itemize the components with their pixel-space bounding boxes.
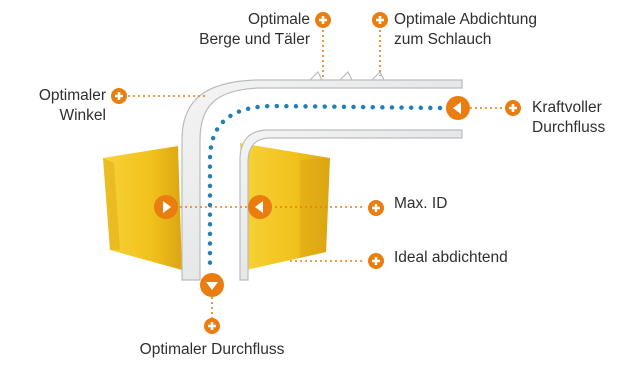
- label-line: Durchfluss: [532, 119, 606, 136]
- plus-circle-icon: [368, 200, 384, 216]
- label-kraftvoller-durchfluss: Kraftvoller Durchfluss: [532, 98, 605, 138]
- plus-circle-icon: [111, 88, 127, 104]
- arrow-left-circle-icon: [248, 195, 272, 219]
- label-ideal-abdichtend: Ideal abdichtend: [394, 248, 508, 268]
- label-line: Ideal abdichtend: [394, 249, 508, 266]
- plus-circle-icon: [372, 12, 388, 28]
- arrow-right-circle-icon: [154, 195, 178, 219]
- label-berge-taeler: Optimale Berge und Täler: [168, 10, 310, 50]
- label-line: Optimaler: [38, 87, 106, 104]
- label-line: Kraftvoller: [532, 99, 602, 116]
- label-winkel: Optimaler Winkel: [12, 86, 106, 126]
- plus-circle-icon: [505, 100, 521, 116]
- label-line: Berge und Täler: [199, 31, 310, 48]
- plus-circle-icon: [315, 12, 331, 28]
- leader-lines: [128, 30, 505, 318]
- arrow-left-circle-icon: [446, 96, 470, 120]
- arrow-down-circle-icon: [200, 273, 224, 297]
- label-optimaler-durchfluss: Optimaler Durchfluss: [112, 340, 312, 360]
- label-line: Max. ID: [394, 195, 448, 212]
- plus-circle-icon: [368, 253, 384, 269]
- label-line: Optimaler Durchfluss: [139, 341, 285, 358]
- label-max-id: Max. ID: [394, 194, 447, 214]
- plus-circle-icon: [204, 318, 220, 334]
- label-line: Winkel: [59, 107, 106, 124]
- fitting-left-wing: [103, 146, 182, 270]
- label-line: Optimale: [247, 11, 310, 28]
- label-abdichtung: Optimale Abdichtung zum Schlauch: [394, 10, 537, 50]
- label-line: zum Schlauch: [394, 31, 492, 48]
- flow-path: [207, 103, 443, 273]
- label-line: Optimale Abdichtung: [394, 11, 538, 28]
